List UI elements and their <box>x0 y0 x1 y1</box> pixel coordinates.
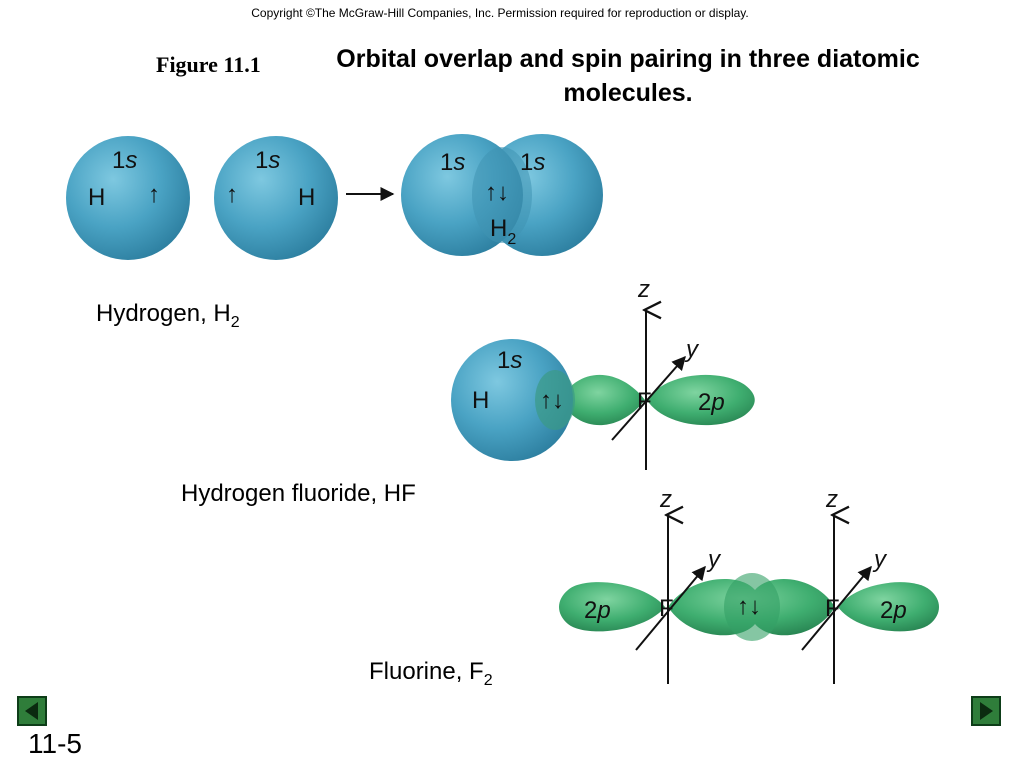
h-label: H <box>298 184 315 211</box>
z-axis-label: z <box>637 276 650 303</box>
svg-text:1s: 1s <box>112 147 137 174</box>
svg-text:1s: 1s <box>520 149 545 176</box>
svg-text:2p: 2p <box>698 389 725 416</box>
svg-text:2p: 2p <box>584 597 611 624</box>
next-arrow-icon <box>980 702 993 720</box>
svg-text:1s: 1s <box>497 347 522 374</box>
previous-arrow-icon <box>25 702 38 720</box>
slide-number: 11-5 <box>28 728 82 759</box>
hf-molecule: 1s H ↑↓ F 2p z y <box>451 276 755 470</box>
y-axis <box>801 565 872 651</box>
hydrogen-atom-left: 1s H ↑ <box>66 136 190 260</box>
svg-text:1s: 1s <box>440 149 465 176</box>
svg-text:2p: 2p <box>880 597 907 624</box>
next-slide-button[interactable] <box>971 696 1001 726</box>
caption-fluorine: Fluorine, F2 <box>369 658 493 689</box>
f-label: F <box>637 388 652 415</box>
spin-pair-label: ↑↓ <box>485 179 509 206</box>
h-label: H <box>472 387 489 414</box>
svg-text:1s: 1s <box>255 147 280 174</box>
previous-slide-button[interactable] <box>17 696 47 726</box>
caption-hydrogen: Hydrogen, H2 <box>96 300 240 331</box>
h-label: H <box>88 184 105 211</box>
spin-pair-label: ↑↓ <box>540 387 564 414</box>
f-label: F <box>825 595 840 622</box>
y-axis-label: y <box>684 336 700 363</box>
y-axis <box>611 355 686 441</box>
spin-up-label: ↑ <box>148 181 160 208</box>
figure-title: Orbital overlap and spin pairing in thre… <box>336 45 920 107</box>
h2-formula: H2 <box>490 215 516 248</box>
hydrogen-atom-right: 1s ↑ H <box>214 136 338 260</box>
z-axis-label: z <box>825 486 838 513</box>
f2-molecule: 2p F ↑↓ F 2p z y z y <box>559 486 939 684</box>
copyright-notice: Copyright ©The McGraw-Hill Companies, In… <box>251 6 749 20</box>
h2-molecule: 1s 1s ↑↓ H2 <box>401 134 603 256</box>
caption-hydrogen-fluoride: Hydrogen fluoride, HF <box>181 480 416 507</box>
y-axis-label: y <box>706 546 722 573</box>
f-label: F <box>659 595 674 622</box>
z-axis-label: z <box>659 486 672 513</box>
y-axis <box>635 565 706 651</box>
spin-up-label: ↑ <box>226 181 238 208</box>
y-axis-label: y <box>872 546 888 573</box>
spin-pair-label: ↑↓ <box>737 593 761 620</box>
figure-label: Figure 11.1 <box>156 52 261 77</box>
